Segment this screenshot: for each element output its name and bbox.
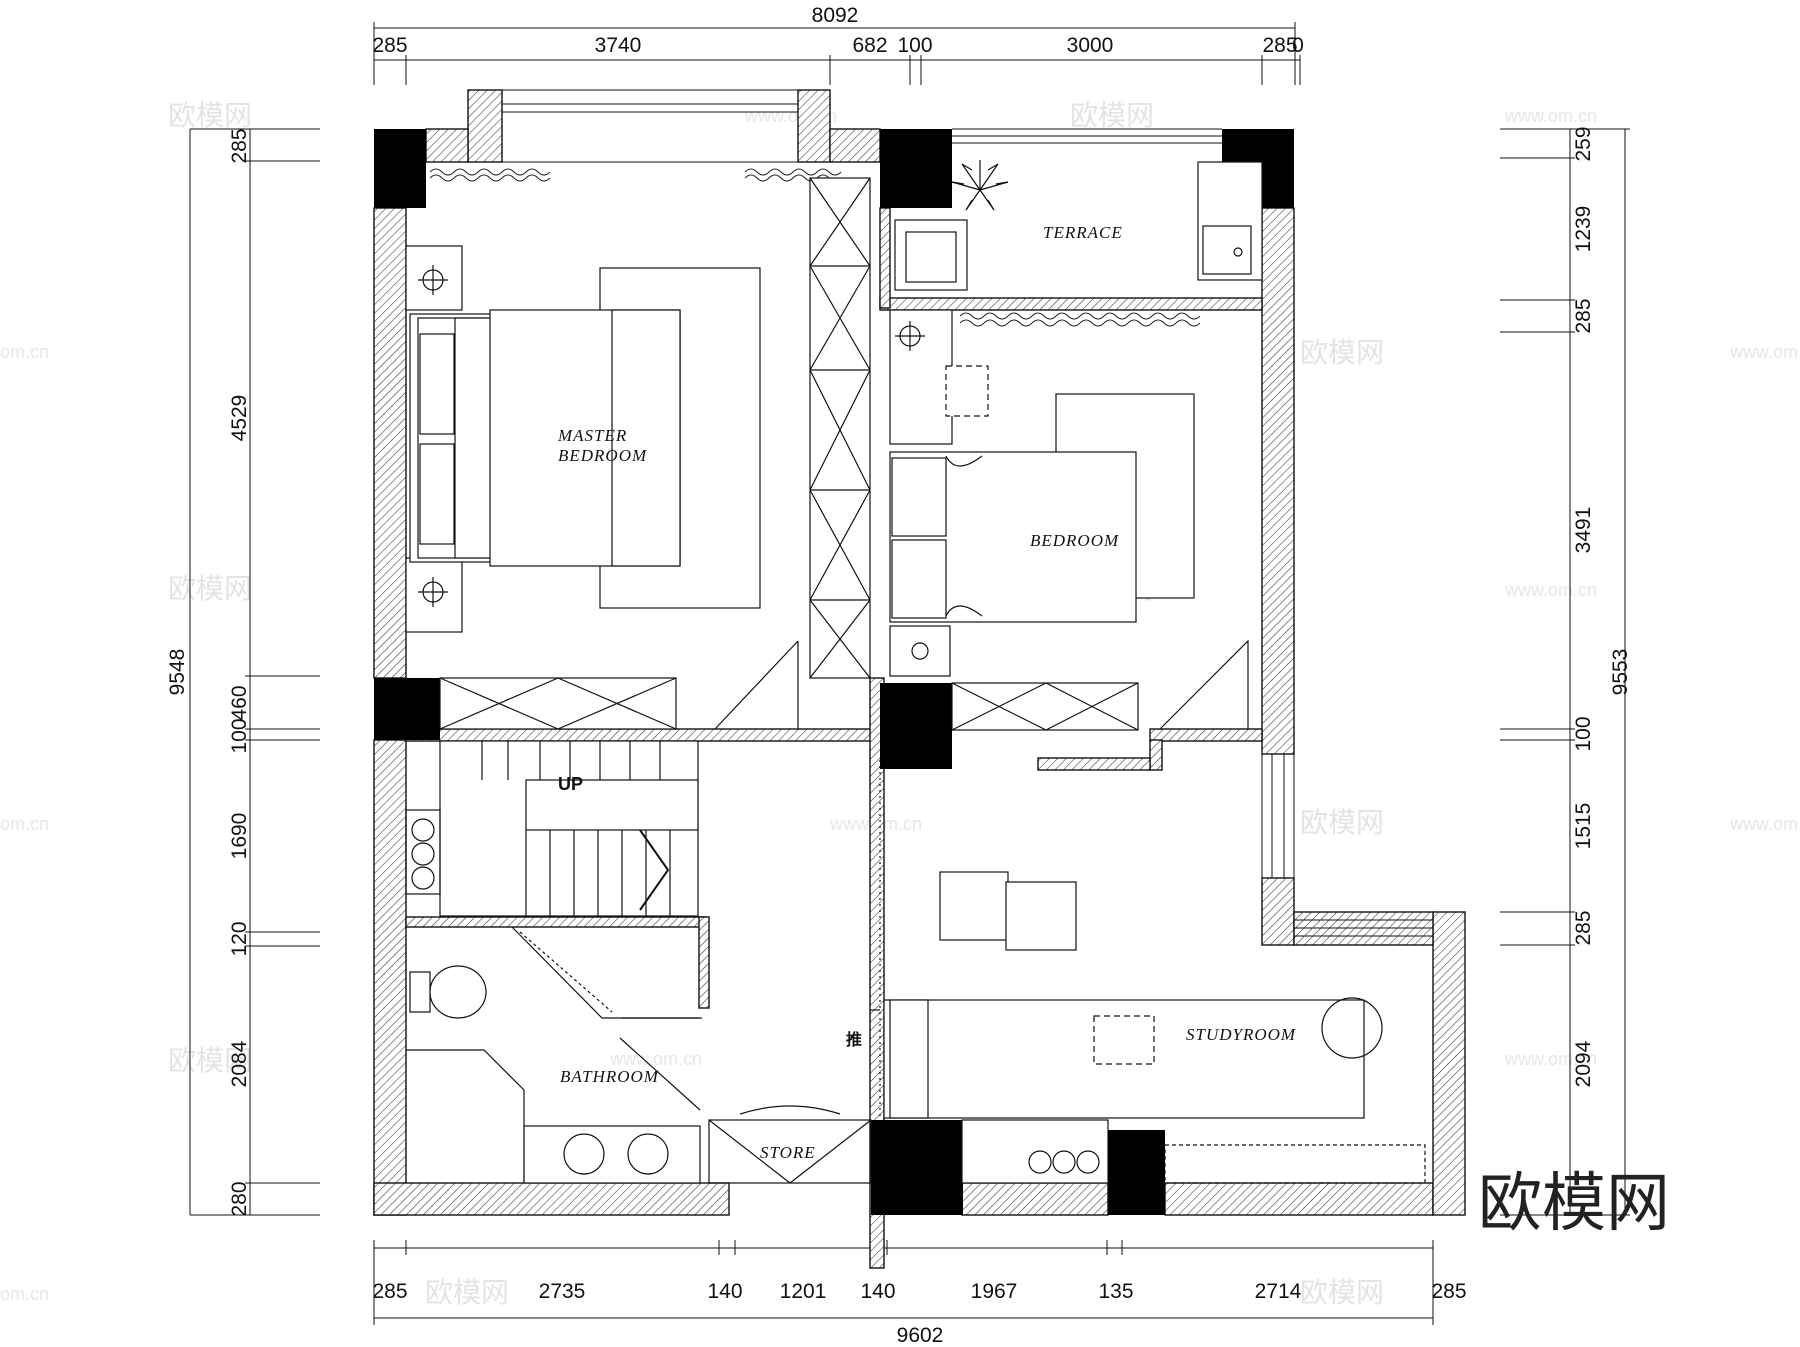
dim-top-3: 682 <box>852 34 887 57</box>
watermark-url: www.om.cn <box>1504 580 1597 600</box>
watermark-brand: 欧模网 <box>1300 1276 1384 1309</box>
dim-bottom-5: 140 <box>860 1280 895 1303</box>
top-dimensions: 8092 285 3740 682 100 3000 285 0 <box>372 4 1303 57</box>
dim-left-4: 100 <box>228 718 251 753</box>
dim-right-3: 285 <box>1572 298 1595 333</box>
left-dimensions: 9548 285 4529 460 100 1690 120 2084 280 <box>166 128 251 1216</box>
watermark-url: www.om.cn <box>1504 1049 1597 1069</box>
study-stool-1 <box>939 871 1009 941</box>
dim-bottom-4: 1201 <box>780 1280 827 1303</box>
room-label-bathroom: BATHROOM <box>560 1067 659 1086</box>
dim-right-overall: 9553 <box>1609 649 1632 696</box>
dim-left-5: 1690 <box>228 813 251 860</box>
bedroom-fan <box>889 625 951 677</box>
dim-right-4: 3491 <box>1572 507 1595 554</box>
dim-top-7: 0 <box>1292 34 1304 57</box>
dim-bottom-7: 135 <box>1098 1280 1133 1303</box>
dim-bottom-9: 285 <box>1431 1280 1466 1303</box>
watermark-brand: 欧模网 <box>425 1276 509 1309</box>
dim-right-7: 285 <box>1572 910 1595 945</box>
watermark-url: www.om.cn <box>609 1049 702 1069</box>
room-label-store: STORE <box>760 1143 816 1162</box>
studyroom-furniture <box>870 760 1426 1184</box>
bedroom-furniture <box>889 309 1249 731</box>
study-stool-2 <box>1005 881 1077 951</box>
room-label-master-1: MASTER <box>557 426 627 445</box>
toilet <box>429 965 487 1019</box>
stair-up-label: UP <box>558 774 583 794</box>
plant-icon <box>951 160 1009 211</box>
terrace-sink <box>1202 225 1252 275</box>
watermark-url: om.cn <box>0 814 49 834</box>
desk-bedroom <box>889 309 953 445</box>
dim-top-2: 3740 <box>595 34 642 57</box>
dim-top-6: 285 <box>1262 34 1297 57</box>
right-dimensions: 9553 259 1239 285 3491 100 1515 285 2094 <box>1572 126 1632 1087</box>
wardrobe-master <box>809 177 871 679</box>
dim-top-4: 100 <box>897 34 932 57</box>
curtains <box>429 168 1201 327</box>
dim-bottom-overall: 9602 <box>897 1324 944 1347</box>
watermark-url: www.om.cn <box>1729 814 1800 834</box>
dim-right-6: 1515 <box>1572 803 1595 850</box>
wardrobe-bedroom <box>951 682 1139 731</box>
dim-left-8: 280 <box>228 1181 251 1216</box>
vanity <box>523 1125 701 1184</box>
room-label-terrace: TERRACE <box>1043 223 1123 242</box>
dim-right-8: 2094 <box>1572 1040 1595 1087</box>
wardrobe-master-lower <box>439 677 677 730</box>
watermark-url: om.cn <box>0 342 49 362</box>
watermark-brand: 欧模网 <box>168 99 252 132</box>
room-label-bedroom: BEDROOM <box>1030 531 1119 550</box>
nightstand-top <box>405 245 463 311</box>
dim-bottom-3: 140 <box>707 1280 742 1303</box>
room-label-master-2: BEDROOM <box>558 446 647 465</box>
dim-top-1: 285 <box>372 34 407 57</box>
watermark-url: om.cn <box>0 1284 49 1304</box>
dim-bottom-8: 2714 <box>1255 1280 1302 1303</box>
bathroom-furniture <box>406 926 702 1184</box>
bottom-dimensions: 285 2735 140 1201 140 1967 135 2714 285 … <box>372 1280 1466 1347</box>
dim-bottom-6: 1967 <box>971 1280 1018 1303</box>
staircase <box>405 740 699 917</box>
watermark-brand: 欧模网 <box>1300 336 1384 369</box>
dimension-lines <box>189 22 1630 1325</box>
dim-left-overall: 9548 <box>166 649 189 696</box>
dim-left-1: 285 <box>228 128 251 163</box>
dim-right-1: 259 <box>1572 126 1595 161</box>
dim-bottom-2: 2735 <box>539 1280 586 1303</box>
watermark-brand: 欧模网 <box>168 1044 252 1077</box>
dim-right-2: 1239 <box>1572 206 1595 253</box>
room-label-studyroom: STUDYROOM <box>1186 1025 1296 1044</box>
dim-left-3: 460 <box>228 685 251 720</box>
master-bedroom-label: MASTER BEDROOM <box>557 426 647 465</box>
master-bedroom-furniture <box>405 177 871 730</box>
watermark-brand: 欧模网 <box>1070 99 1154 132</box>
terrace-furniture <box>894 160 1263 291</box>
watermark-logo: 欧模网 <box>1478 1167 1670 1241</box>
dim-bottom-1: 285 <box>372 1280 407 1303</box>
dim-left-6: 120 <box>228 921 251 956</box>
windows <box>501 89 1434 1183</box>
watermark-url: www.om.cn <box>1729 342 1800 362</box>
watermark-url: www.om.cn <box>1504 106 1597 126</box>
nightstand-bottom <box>405 557 463 633</box>
watermark-brand: 欧模网 <box>1300 806 1384 839</box>
dim-top-overall: 8092 <box>812 4 859 27</box>
dim-left-2: 4529 <box>228 395 251 442</box>
watermark-brand: 欧模网 <box>168 572 252 605</box>
dim-right-5: 100 <box>1572 716 1595 751</box>
dim-left-7: 2084 <box>228 1040 251 1087</box>
store-furniture <box>708 1105 872 1184</box>
push-door-label: 推 <box>846 1030 862 1049</box>
dim-top-5: 3000 <box>1067 34 1114 57</box>
